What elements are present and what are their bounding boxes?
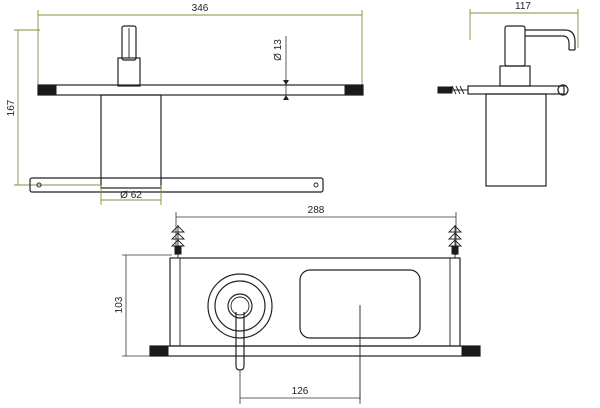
anchor-thread bbox=[447, 225, 463, 233]
tray-frame bbox=[169, 257, 461, 347]
anchor-plug bbox=[451, 245, 459, 255]
dim-label-167: 167 bbox=[6, 99, 17, 116]
wall-plate bbox=[29, 177, 324, 193]
arrow-head bbox=[283, 95, 289, 100]
anchor-thread bbox=[447, 232, 463, 240]
right-end-cap bbox=[344, 84, 364, 96]
anchor-thread bbox=[170, 232, 186, 240]
top-view: 288 103 bbox=[114, 205, 481, 404]
holder-ring bbox=[557, 84, 569, 96]
mounting-hole bbox=[36, 182, 42, 188]
dispenser-outer-ring bbox=[207, 273, 273, 339]
holder-arm bbox=[467, 85, 565, 95]
dim-label-103: 103 bbox=[114, 296, 125, 313]
dim-label-346: 346 bbox=[192, 3, 209, 14]
pump-collar bbox=[499, 65, 531, 87]
shelf-bar bbox=[37, 84, 364, 96]
pump-neck bbox=[117, 57, 141, 87]
pump-spout bbox=[525, 29, 576, 50]
front-view: 346 167 Ø 13 Ø 62 bbox=[6, 3, 364, 205]
anchor-thread bbox=[459, 85, 465, 95]
mounting-hole bbox=[313, 182, 319, 188]
front-bar bbox=[149, 345, 481, 357]
right-anchor bbox=[447, 225, 463, 258]
pump-head-side bbox=[504, 25, 526, 67]
anchor-plug bbox=[174, 245, 182, 255]
anchor-thread bbox=[455, 85, 461, 95]
arrow-head bbox=[283, 80, 289, 85]
left-anchor bbox=[170, 225, 186, 258]
left-end-cap bbox=[37, 84, 57, 96]
soap-container bbox=[100, 94, 162, 189]
dim-label-288: 288 bbox=[308, 205, 325, 216]
soap-container-side bbox=[485, 93, 547, 187]
dispenser-pump-top bbox=[227, 293, 253, 319]
dim-label-diameter-62: Ø 62 bbox=[120, 190, 142, 201]
pump-head bbox=[121, 25, 137, 61]
dim-label-diameter-13: Ø 13 bbox=[273, 39, 284, 61]
dim-label-117: 117 bbox=[515, 1, 531, 12]
dispenser-spout bbox=[235, 312, 245, 371]
tray-inner bbox=[179, 257, 451, 347]
anchor-plug bbox=[437, 86, 453, 94]
left-end-cap bbox=[149, 345, 169, 357]
anchor-thread bbox=[451, 85, 457, 95]
right-end-cap bbox=[461, 345, 481, 357]
dim-label-126: 126 bbox=[292, 386, 309, 397]
dispenser-pump-inner bbox=[230, 296, 250, 316]
anchor-thread bbox=[170, 225, 186, 233]
dispenser-middle-ring bbox=[214, 280, 266, 332]
side-view: 117 bbox=[437, 1, 579, 187]
pump-spout-inner bbox=[525, 35, 570, 50]
